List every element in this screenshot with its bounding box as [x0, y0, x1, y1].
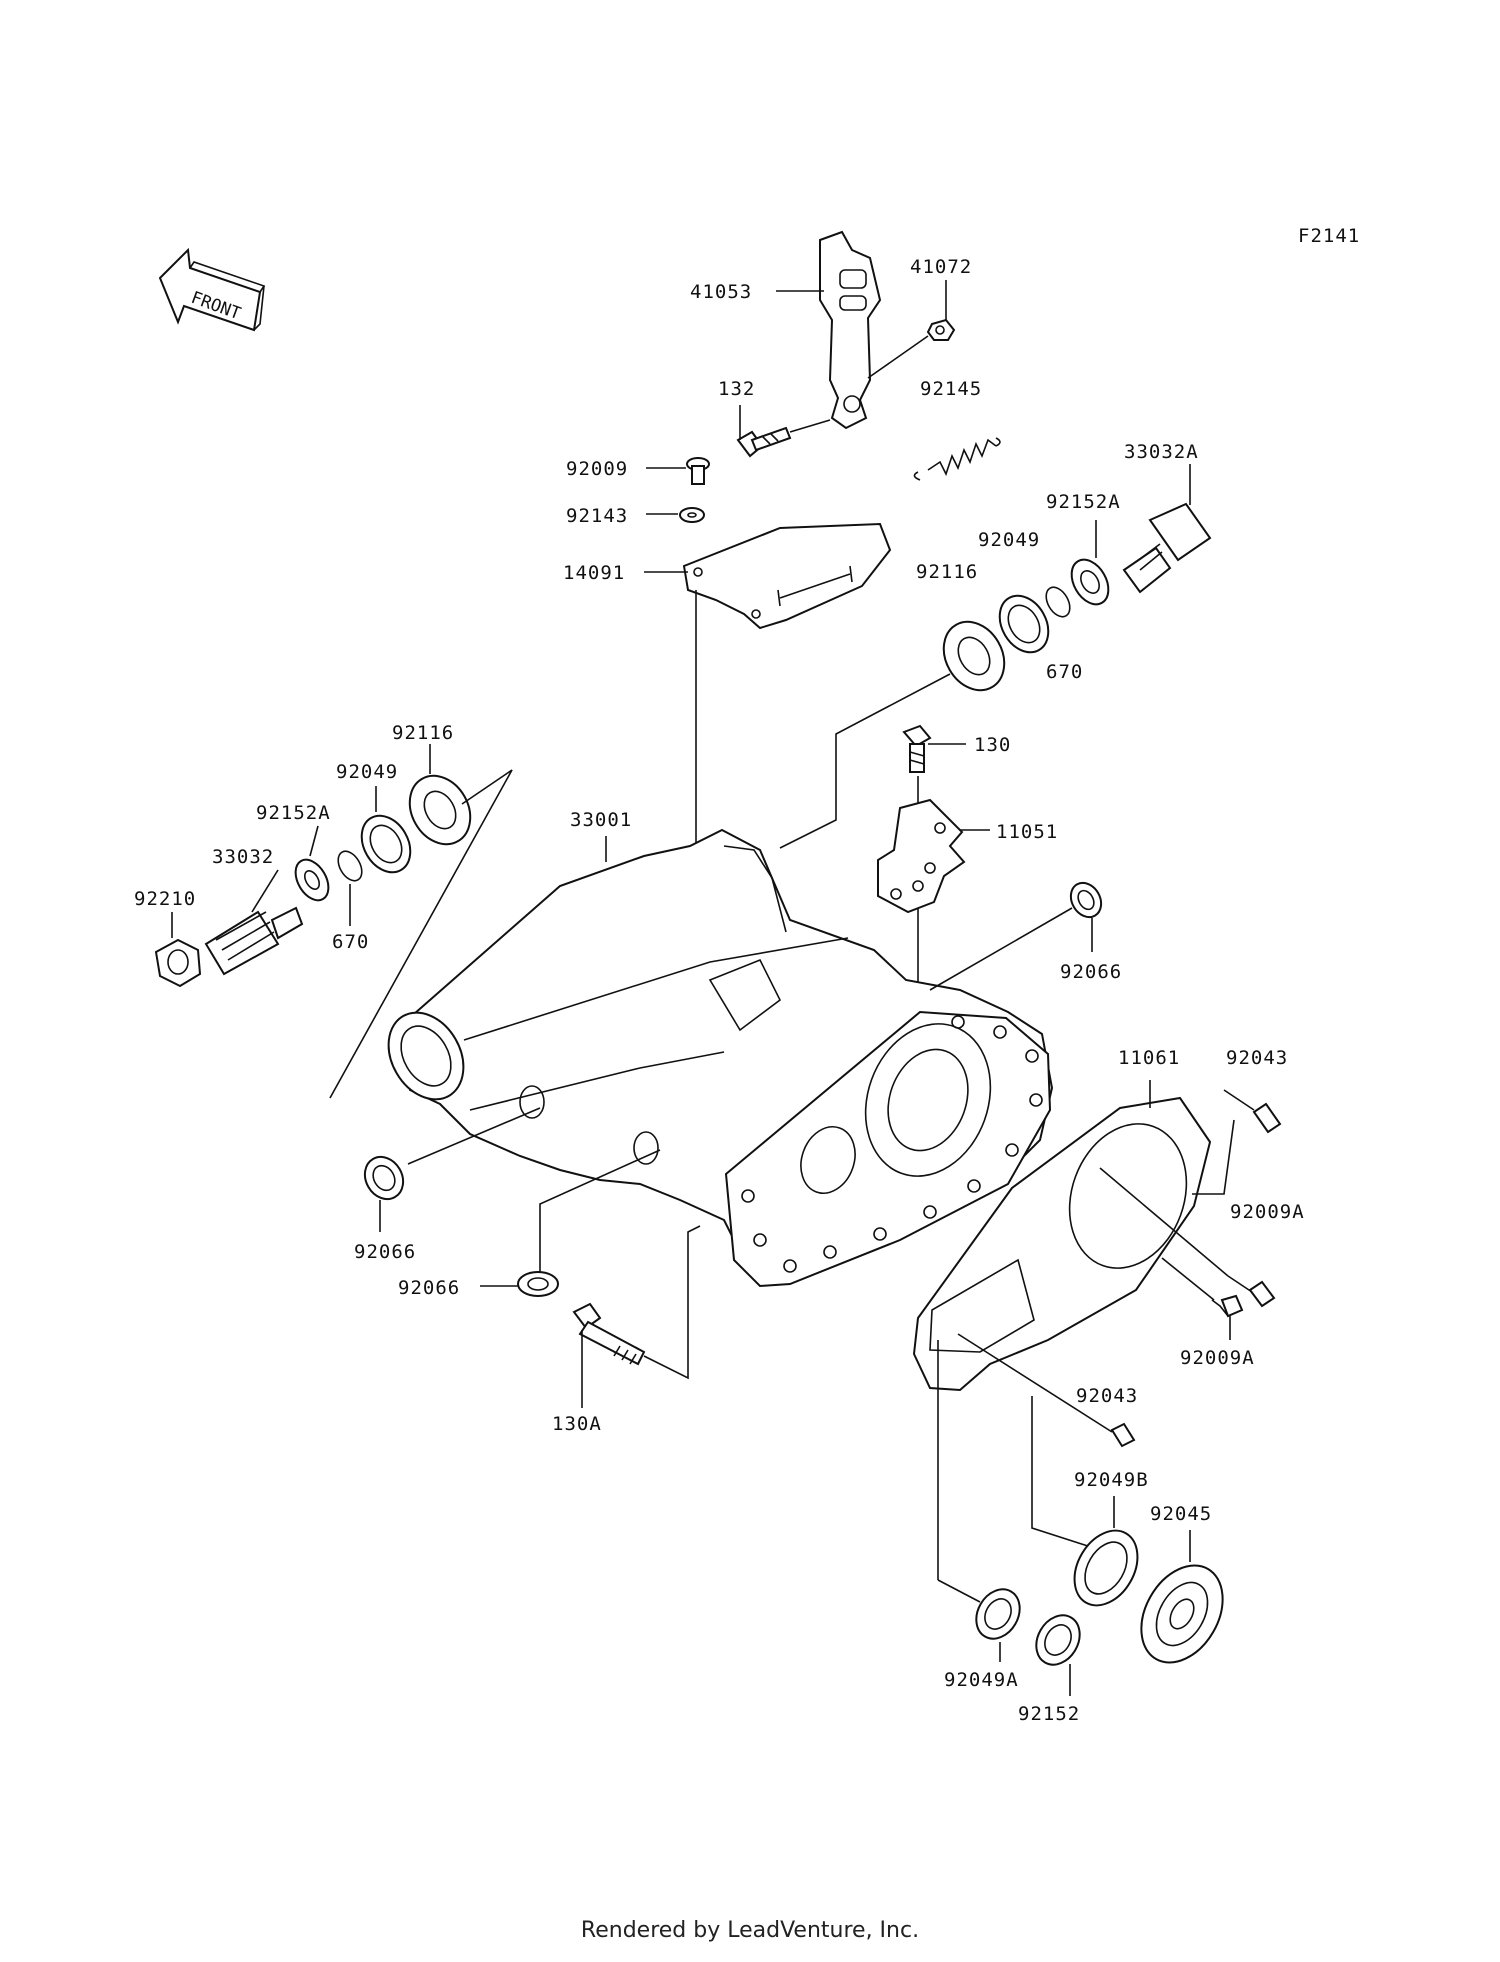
label-92009A-bottom: 92009A: [1180, 1347, 1255, 1369]
plug-92066-bottom: [517, 1271, 559, 1297]
label-33032: 33032: [212, 846, 274, 868]
arm-41053: [819, 230, 882, 430]
label-92116-left: 92116: [392, 722, 454, 744]
screw-92009: [686, 457, 710, 485]
bearing-92045: [1140, 1564, 1224, 1664]
label-92049B: 92049B: [1074, 1469, 1149, 1491]
footer-credit: Rendered by LeadVenture, Inc.: [580, 1918, 920, 1943]
bearing-92116-right: [942, 620, 1006, 692]
label-33032A: 33032A: [1124, 441, 1199, 463]
label-11061: 11061: [1118, 1047, 1180, 1069]
oring-670-right: [1045, 586, 1071, 618]
plate-14091: [682, 522, 892, 630]
washer-92152A-right: [1070, 558, 1110, 606]
swingarm-case-33001: [387, 828, 1054, 1288]
label-14091: 14091: [563, 562, 625, 584]
seal-92049B: [1073, 1529, 1139, 1607]
screw-92009A-bottom: [1211, 1294, 1244, 1318]
label-92066-bottom: 92066: [398, 1277, 460, 1299]
label-92045: 92045: [1150, 1503, 1212, 1525]
bearing-92116-left: [408, 774, 472, 846]
bracket-11051: [877, 798, 966, 914]
label-670-right: 670: [1046, 661, 1083, 683]
label-130: 130: [974, 734, 1011, 756]
label-11051: 11051: [996, 821, 1058, 843]
label-92152A-right: 92152A: [1046, 491, 1121, 513]
label-670-left: 670: [332, 931, 369, 953]
label-92043-bottom: 92043: [1076, 1385, 1138, 1407]
bolt-132: [736, 426, 792, 458]
label-41053: 41053: [690, 281, 752, 303]
label-92049A: 92049A: [944, 1669, 1019, 1691]
label-92049-right: 92049: [978, 529, 1040, 551]
front-arrow-icon: FRONT: [158, 247, 266, 332]
gasket-11061: [912, 1096, 1212, 1392]
dowel-92043-top: [1252, 1102, 1282, 1134]
bearing-92152: [1035, 1614, 1081, 1666]
label-92009A-top: 92009A: [1230, 1201, 1305, 1223]
plug-92066-right: [1069, 881, 1103, 919]
plug-92066-left: [363, 1155, 405, 1201]
dowel-92043-bottom: [1110, 1422, 1136, 1448]
label-132: 132: [718, 378, 755, 400]
nut-41072: [926, 318, 956, 341]
label-92066-left: 92066: [354, 1241, 416, 1263]
shaft-33032: [204, 906, 304, 976]
label-92049-left: 92049: [336, 761, 398, 783]
label-92066-right: 92066: [1060, 961, 1122, 983]
figure-code: F2141: [1298, 225, 1360, 247]
label-92210: 92210: [134, 888, 196, 910]
label-33001: 33001: [570, 809, 632, 831]
label-130A: 130A: [552, 1413, 602, 1435]
spring-92145: [913, 437, 1001, 481]
label-92152: 92152: [1018, 1703, 1080, 1725]
label-92116-right: 92116: [916, 561, 978, 583]
shaft-33032A: [1122, 502, 1212, 594]
screw-92009A-top: [1227, 1275, 1276, 1308]
label-92145: 92145: [920, 378, 982, 400]
label-92143: 92143: [566, 505, 628, 527]
label-92009: 92009: [566, 458, 628, 480]
seal-92049-left: [360, 814, 412, 874]
label-92152A-left: 92152A: [256, 802, 331, 824]
label-92043-top: 92043: [1226, 1047, 1288, 1069]
washer-92143: [679, 507, 705, 523]
bolt-130: [902, 724, 932, 773]
seal-92049A: [975, 1588, 1021, 1640]
label-41072: 41072: [910, 256, 972, 278]
washer-92152A-left: [294, 858, 330, 902]
oring-670-left: [337, 850, 363, 882]
bolt-130A: [572, 1302, 646, 1366]
seal-92049-right: [998, 594, 1050, 654]
nut-92210: [154, 938, 202, 988]
